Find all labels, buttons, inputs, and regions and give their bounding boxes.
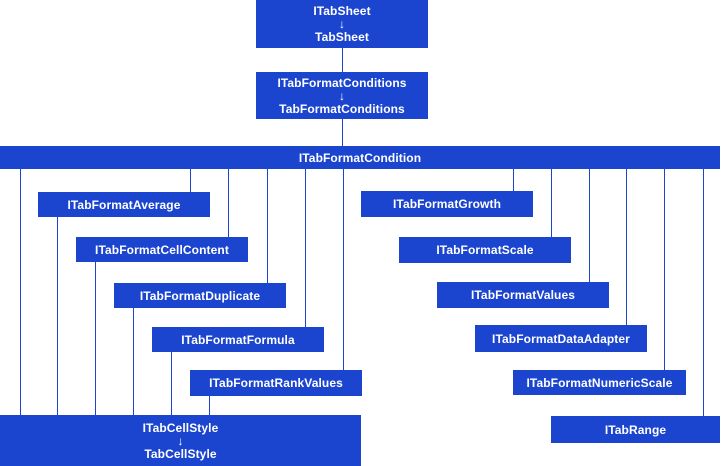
label-itabrange: ITabRange: [604, 422, 667, 437]
connector-bar-to-rankvalues: [342, 169, 344, 370]
connector-bar-to-values: [588, 169, 590, 282]
connector-bar-to-cellcontent: [227, 169, 229, 237]
label-tabsheet: TabSheet: [315, 30, 369, 44]
label-itabformatcondition: ITabFormatCondition: [298, 150, 422, 165]
node-itabformatconditions-tabformatconditions: ITabFormatConditions ↓ TabFormatConditio…: [256, 72, 428, 119]
connector-rankvalues-to-cellstyle: [208, 396, 210, 415]
label-itabformataverage: ITabFormatAverage: [67, 197, 181, 212]
node-itabformatrankvalues: ITabFormatRankValues: [190, 370, 362, 396]
label-itabsheet: ITabSheet: [313, 4, 371, 18]
down-arrow-icon: ↓: [177, 433, 184, 448]
connector-bar-to-scale: [550, 169, 552, 237]
node-itabformatcellcontent: ITabFormatCellContent: [76, 237, 248, 262]
node-itabformatvalues: ITabFormatValues: [437, 282, 609, 308]
node-itabformatdataadapter: ITabFormatDataAdapter: [475, 325, 647, 352]
connector-formula-to-cellstyle: [170, 352, 172, 415]
node-itabformatduplicate: ITabFormatDuplicate: [114, 283, 286, 308]
label-itabformatrankvalues: ITabFormatRankValues: [209, 376, 343, 390]
node-itabformatcondition-bar: ITabFormatCondition: [0, 146, 720, 169]
down-arrow-icon: ↓: [338, 88, 346, 103]
label-itabformatscale: ITabFormatScale: [436, 243, 534, 257]
label-itabformatduplicate: ITabFormatDuplicate: [139, 288, 261, 303]
node-itabsheet-tabsheet: ITabSheet ↓ TabSheet: [256, 0, 428, 48]
connector-bar-to-growth: [512, 169, 514, 191]
down-arrow-icon: ↓: [338, 17, 346, 31]
node-itabformataverage: ITabFormatAverage: [38, 192, 210, 217]
node-itabformatformula: ITabFormatFormula: [152, 327, 324, 352]
connector-average-to-cellstyle: [56, 217, 58, 415]
node-itabcellstyle-tabcellstyle: ITabCellStyle ↓ TabCellStyle: [0, 415, 361, 466]
label-tabcellstyle: TabCellStyle: [144, 446, 217, 461]
node-itabformatscale: ITabFormatScale: [399, 237, 571, 263]
connector-bar-to-dataadapter: [626, 169, 628, 325]
connector-bar-to-formula: [304, 169, 306, 327]
label-itabcellstyle: ITabCellStyle: [142, 420, 219, 435]
connector-bar-to-range: [702, 169, 704, 416]
node-itabformatnumericscale: ITabFormatNumericScale: [513, 370, 686, 395]
connector-formatconditions-to-formatcondition: [341, 119, 343, 146]
connector-bar-to-duplicate: [266, 169, 268, 283]
label-itabformatcellcontent: ITabFormatCellContent: [95, 242, 229, 257]
label-itabformatdataadapter: ITabFormatDataAdapter: [492, 331, 630, 346]
label-itabformatconditions: ITabFormatConditions: [277, 75, 407, 90]
label-tabformatconditions: TabFormatConditions: [279, 101, 405, 116]
connector-bar-to-average: [189, 169, 191, 192]
node-itabformatgrowth: ITabFormatGrowth: [361, 191, 533, 217]
connector-cellcontent-to-cellstyle: [94, 262, 96, 415]
connector-tabsheet-to-formatconditions: [341, 48, 343, 73]
connector-bar-to-numericscale: [664, 169, 666, 370]
connector-bar-to-cellstyle: [19, 169, 21, 415]
node-itabrange: ITabRange: [551, 416, 720, 443]
connector-duplicate-to-cellstyle: [132, 308, 134, 415]
label-itabformatformula: ITabFormatFormula: [181, 332, 295, 347]
label-itabformatnumericscale: ITabFormatNumericScale: [526, 375, 673, 390]
label-itabformatvalues: ITabFormatValues: [470, 288, 576, 302]
label-itabformatgrowth: ITabFormatGrowth: [392, 197, 502, 211]
